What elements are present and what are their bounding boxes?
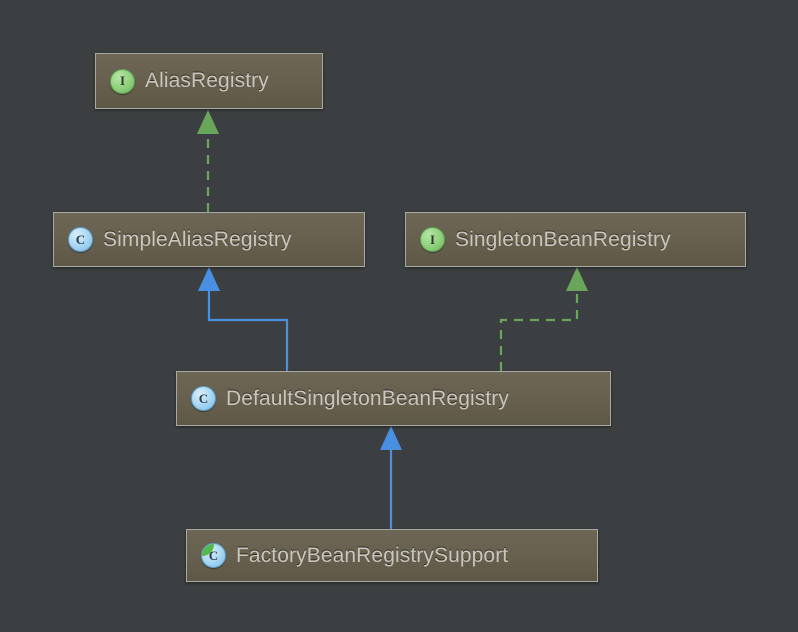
interface-icon: I bbox=[110, 68, 135, 94]
node-label: FactoryBeanRegistrySupport bbox=[236, 543, 509, 567]
abstract-class-glyph: C bbox=[208, 547, 219, 563]
abstract-wedge bbox=[202, 544, 214, 556]
node-factory-bean-registry-support[interactable]: C FactoryBeanRegistrySupport bbox=[186, 529, 598, 582]
class-icon: C bbox=[68, 227, 93, 252]
node-label: SimpleAliasRegistry bbox=[103, 227, 292, 251]
edge-simple-implements-alias bbox=[197, 110, 219, 212]
node-simple-alias-registry[interactable]: C SimpleAliasRegistry bbox=[53, 212, 365, 267]
node-default-singleton-bean-registry[interactable]: C DefaultSingletonBeanRegistry bbox=[176, 371, 611, 426]
abstract-class-icon: C bbox=[201, 543, 226, 568]
interface-icon: I bbox=[420, 227, 445, 252]
class-icon: C bbox=[191, 386, 216, 411]
node-singleton-bean-registry[interactable]: I SingletonBeanRegistry bbox=[405, 212, 746, 267]
edge-default-implements-singleton bbox=[499, 267, 588, 371]
node-label: DefaultSingletonBeanRegistry bbox=[226, 386, 509, 410]
node-label: SingletonBeanRegistry bbox=[455, 227, 671, 251]
edge-default-extends-simple bbox=[198, 267, 289, 371]
node-label: AliasRegistry bbox=[145, 69, 269, 92]
node-alias-registry[interactable]: I AliasRegistry bbox=[95, 53, 323, 109]
edge-factory-extends-default bbox=[380, 426, 402, 529]
